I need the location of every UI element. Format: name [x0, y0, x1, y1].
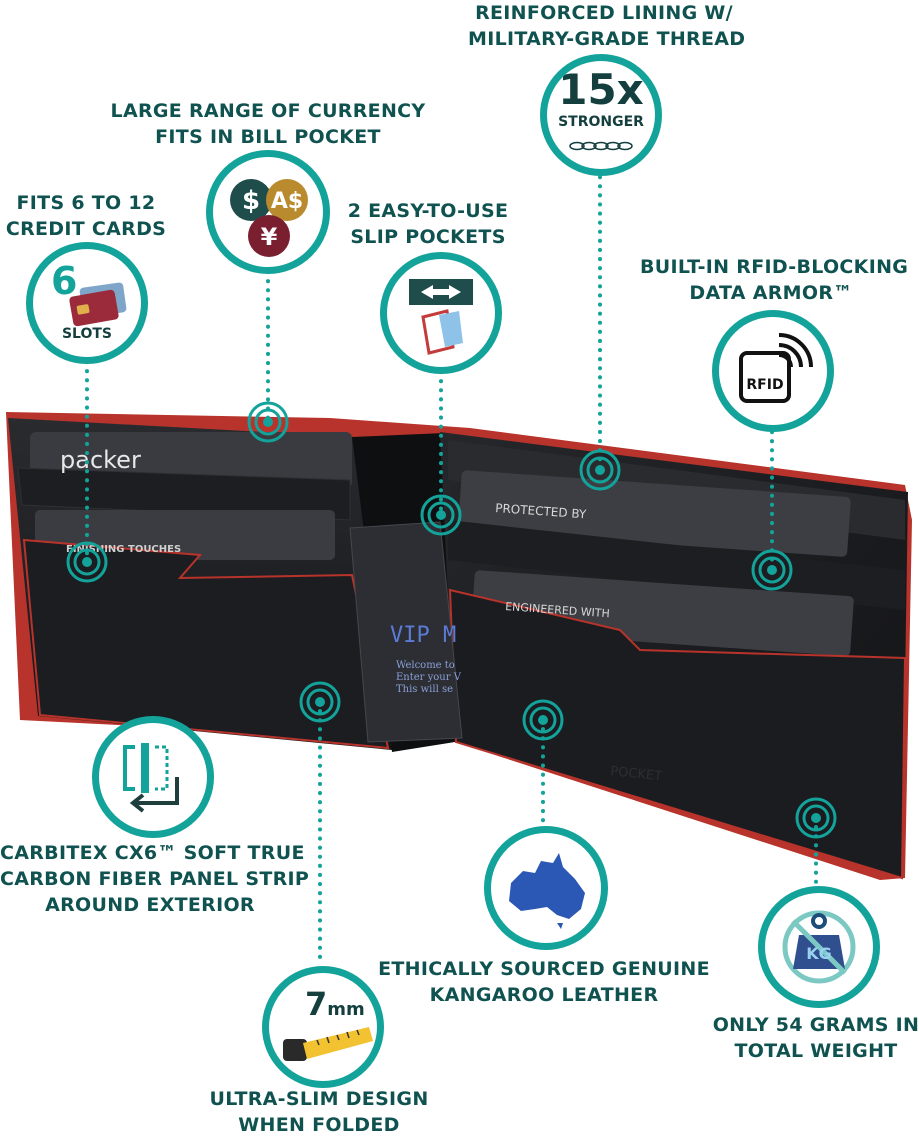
currency-label: LARGE RANGE OF CURRENCY FITS IN BILL POC… — [110, 98, 426, 150]
label-line: SLIP POCKETS — [350, 226, 506, 248]
australia-map-icon — [509, 853, 585, 929]
credit-card-icon — [69, 282, 127, 327]
label-line: BUILT-IN RFID-BLOCKING — [640, 256, 909, 278]
protected-text: PROTECTED BY — [495, 501, 588, 521]
rfid-badge: RFID — [712, 310, 834, 432]
thickness-value: 7mm — [305, 985, 365, 1023]
carbitex-label: CARBITEX CX6™ SOFT TRUE CARBON FIBER PAN… — [0, 840, 310, 918]
front-pocket — [448, 588, 907, 880]
target-rings-icon — [579, 449, 621, 491]
vip-line: Welcome to — [396, 660, 455, 671]
slim-label: ULTRA-SLIM DESIGN WHEN FOLDED — [208, 1086, 430, 1138]
kangaroo-label: ETHICALLY SOURCED GENUINE KANGAROO LEATH… — [376, 956, 712, 1008]
thickness-unit: mm — [327, 999, 365, 1020]
currency-coins-icon: $ A$ ¥ — [230, 179, 308, 257]
kangaroo-badge — [484, 826, 608, 950]
rfid-text: RFID — [746, 377, 783, 393]
vip-title: VIP M — [390, 623, 456, 648]
target-rings-icon — [420, 494, 462, 536]
label-line: CREDIT CARDS — [5, 218, 167, 240]
label-line: ULTRA-SLIM DESIGN — [209, 1088, 429, 1110]
target-rings-icon — [66, 541, 108, 583]
label-line: AROUND EXTERIOR — [45, 894, 255, 916]
badge-caption: STRONGER — [558, 114, 644, 130]
dollar-symbol: $ — [242, 186, 260, 216]
label-line: FITS 6 TO 12 — [16, 192, 156, 214]
tape-measure-icon — [283, 1027, 373, 1061]
embossed-logo: POCKET — [610, 764, 663, 784]
vip-line: Enter your V — [396, 672, 462, 683]
label-line: ONLY 54 GRAMS IN — [712, 1014, 919, 1036]
slot-count: 6 — [51, 259, 78, 303]
label-line: REINFORCED LINING W/ — [475, 2, 733, 24]
target-rings-icon — [522, 699, 564, 741]
slip-pockets-badge — [380, 252, 502, 374]
kg-text: KG — [806, 944, 832, 963]
label-line: DATA ARMOR™ — [689, 282, 853, 304]
rfid-label: BUILT-IN RFID-BLOCKING DATA ARMOR™ — [640, 254, 909, 306]
packer-card-text: packer — [60, 446, 141, 474]
weight-badge: KG — [758, 886, 880, 1008]
reinforced-label: REINFORCED LINING W/ MILITARY-GRADE THRE… — [468, 0, 746, 52]
label-line: WHEN FOLDED — [238, 1114, 400, 1136]
label-line: KANGAROO LEATHER — [429, 984, 659, 1006]
label-line: LARGE RANGE OF CURRENCY — [110, 100, 426, 122]
slip-pockets-label: 2 EASY-TO-USE SLIP POCKETS — [336, 198, 520, 250]
finishing-text: FINISHING TOUCHES — [66, 544, 181, 555]
cards-badge: 6 SLOTS — [26, 242, 148, 364]
badge-number: 15x — [558, 65, 644, 114]
currency-badge: $ A$ ¥ — [206, 150, 330, 274]
slip-pocket-icon — [409, 279, 473, 355]
target-rings-icon — [299, 681, 341, 723]
label-line: MILITARY-GRADE THREAD — [468, 28, 746, 50]
badge-caption: SLOTS — [61, 326, 113, 342]
front-pocket — [22, 538, 390, 750]
label-line: 2 EASY-TO-USE — [347, 200, 509, 222]
label-line: CARBITEX CX6™ SOFT TRUE — [0, 842, 305, 864]
chain-icon — [569, 141, 633, 151]
card-pocket — [17, 467, 351, 521]
target-rings-icon — [795, 797, 837, 839]
fold-panel-icon — [123, 743, 179, 813]
card-pocket — [448, 520, 905, 610]
vip-card — [349, 521, 463, 743]
weight-label: ONLY 54 GRAMS IN TOTAL WEIGHT — [706, 1012, 919, 1064]
aud-symbol: A$ — [271, 189, 303, 214]
label-line: ETHICALLY SOURCED GENUINE — [378, 958, 710, 980]
rfid-icon: RFID — [739, 333, 813, 403]
cards-label: FITS 6 TO 12 CREDIT CARDS — [0, 190, 172, 242]
target-rings-icon — [751, 549, 793, 591]
target-rings-icon — [247, 401, 289, 443]
weight-kg-icon: KG — [782, 910, 856, 984]
label-line: CARBON FIBER PANEL STRIP — [0, 868, 310, 890]
thread-strength-badge: 15x STRONGER — [540, 54, 662, 176]
yen-symbol: ¥ — [261, 223, 278, 251]
label-line: TOTAL WEIGHT — [734, 1040, 898, 1062]
carbitex-badge — [92, 716, 214, 838]
label-line: FITS IN BILL POCKET — [155, 126, 381, 148]
thickness-number: 7 — [305, 985, 328, 1023]
slim-badge: 7mm — [262, 966, 384, 1088]
vip-line: This will se — [396, 684, 453, 695]
